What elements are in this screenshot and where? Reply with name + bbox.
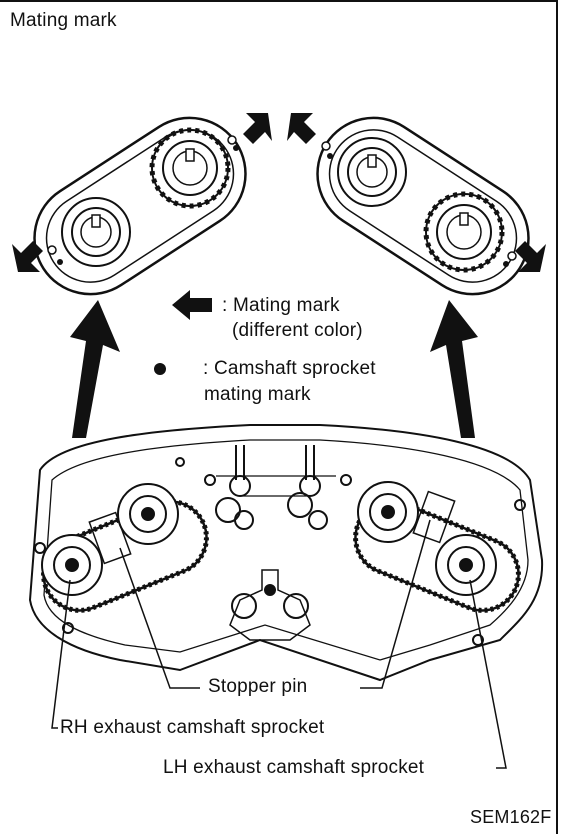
legend-mating-mark-label: : Mating mark — [222, 295, 340, 316]
left-exhaust-sprocket — [61, 197, 131, 267]
figure-code: SEM162F — [470, 807, 552, 827]
stopper-pin-label: Stopper pin — [208, 676, 308, 697]
figure-title: Mating mark — [10, 10, 117, 31]
lh-exhaust-leader — [469, 579, 507, 769]
lh-exhaust-label: LH exhaust camshaft sprocket — [163, 757, 425, 778]
left-chain-assembly — [33, 116, 247, 296]
right-chain-assembly — [316, 116, 530, 296]
leader-lines — [51, 519, 507, 769]
left-intake-sprocket — [152, 130, 228, 206]
stopper-pin-leader-right — [360, 519, 431, 689]
top-border — [0, 0, 557, 2]
legend-arrow-icon — [172, 290, 212, 320]
large-up-arrows — [70, 300, 478, 438]
legend-mating-mark-note: (different color) — [232, 320, 363, 341]
rh-exhaust-label: RH exhaust camshaft sprocket — [60, 717, 325, 738]
mating-mark-arrows — [12, 113, 546, 272]
legend-sprocket-mark-label: : Camshaft sprocket — [203, 358, 376, 379]
legend-sprocket-mark-label-2: mating mark — [204, 384, 311, 405]
engine-front-view — [28, 424, 544, 682]
right-border — [556, 0, 558, 834]
legend-symbols — [154, 290, 212, 375]
stopper-pin-leader-left — [119, 547, 200, 689]
right-intake-sprocket — [337, 137, 407, 207]
right-exhaust-sprocket — [426, 194, 502, 270]
legend-dot-icon — [154, 363, 166, 375]
rh-exhaust-leader — [51, 579, 71, 729]
